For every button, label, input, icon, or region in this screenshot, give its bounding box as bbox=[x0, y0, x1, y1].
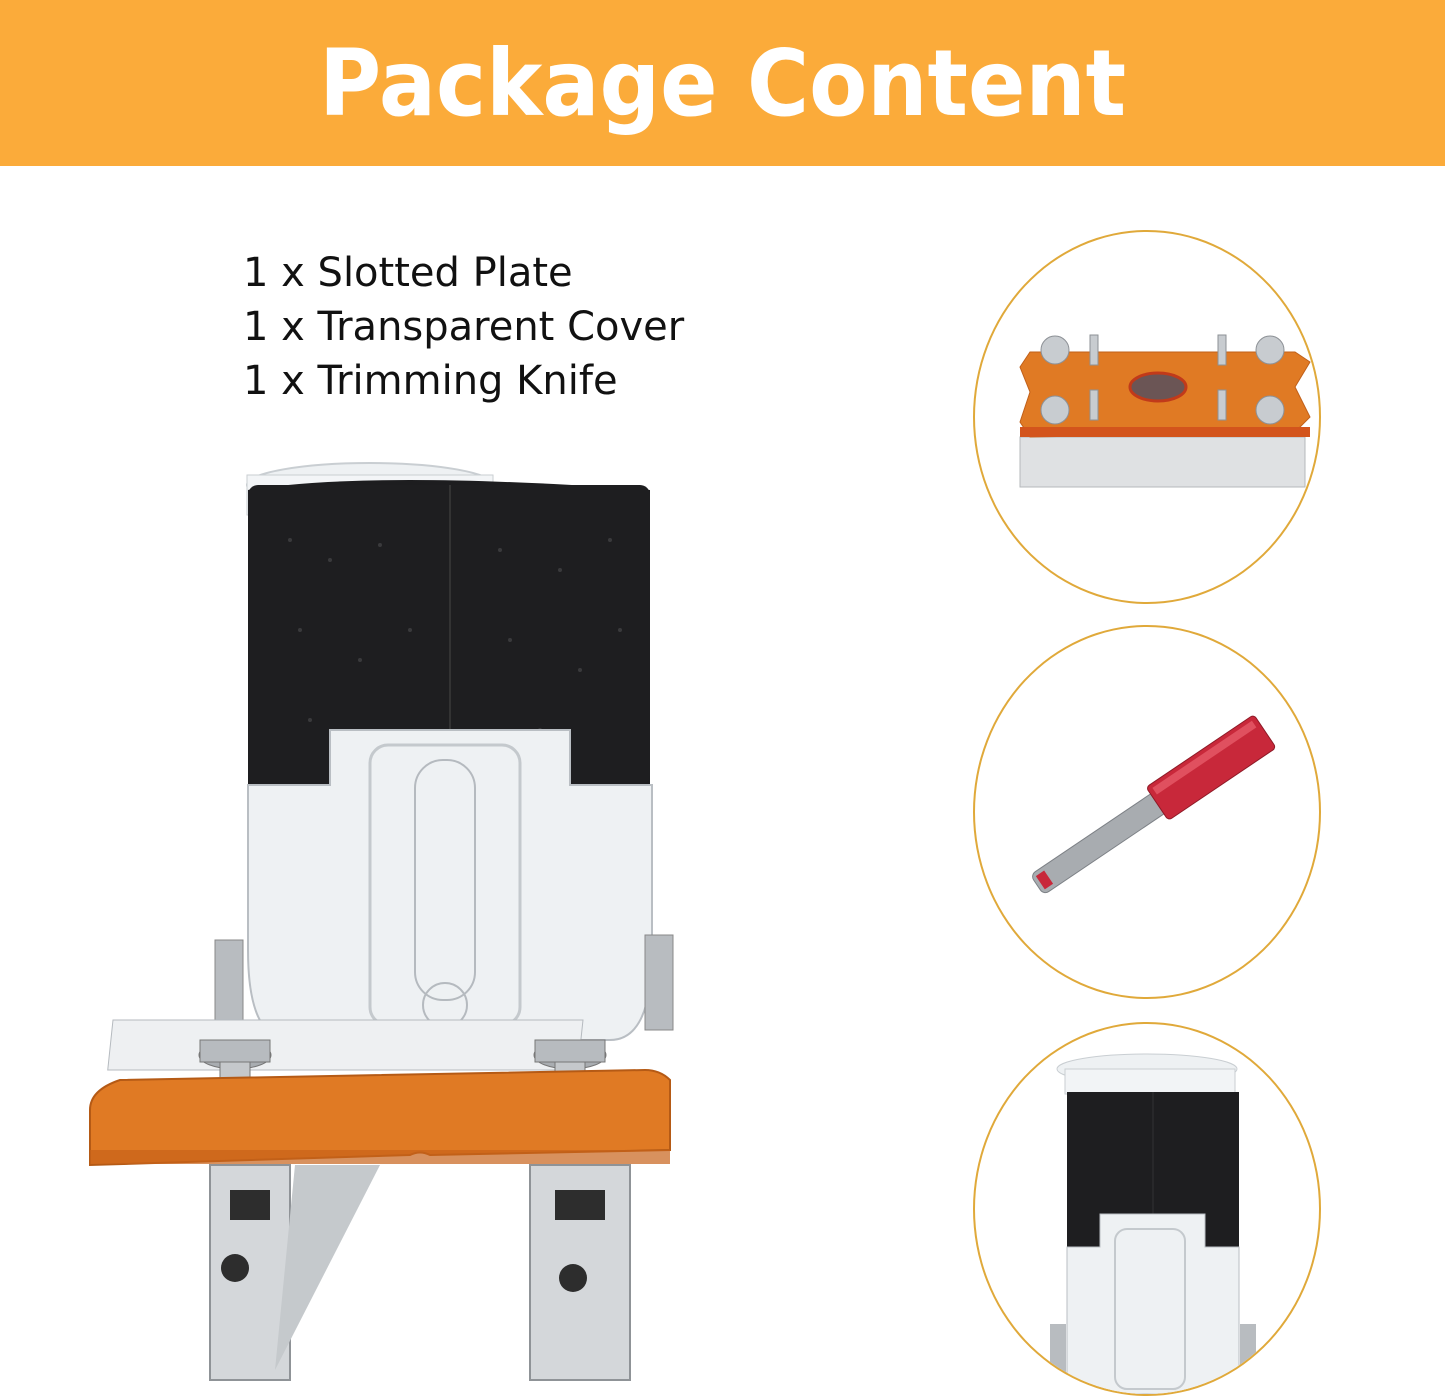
transparent-cover-image bbox=[973, 1022, 1321, 1396]
trimming-knife-image bbox=[973, 625, 1321, 999]
package-contents-list: 1 x Slotted Plate 1 x Transparent Cover … bbox=[243, 246, 684, 408]
page-title: Package Content bbox=[318, 29, 1127, 137]
list-item: 1 x Trimming Knife bbox=[243, 358, 618, 404]
list-item: 1 x Transparent Cover bbox=[243, 304, 685, 350]
header-banner: Package Content bbox=[0, 0, 1445, 166]
main-product-image bbox=[80, 430, 680, 1390]
slotted-plate-image bbox=[973, 230, 1321, 604]
list-item: 1 x Slotted Plate bbox=[243, 250, 573, 296]
